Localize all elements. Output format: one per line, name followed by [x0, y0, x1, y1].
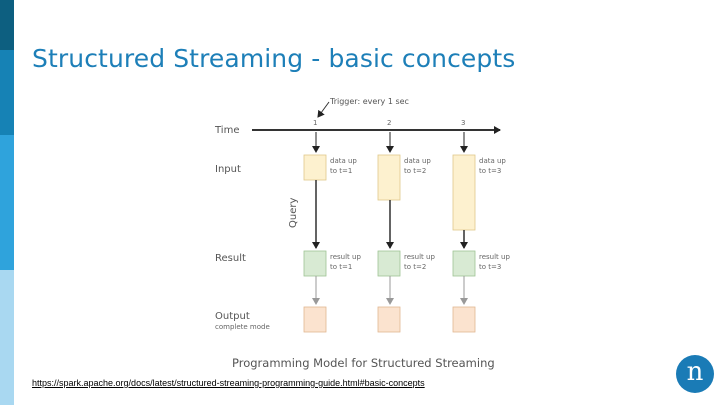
source-link[interactable]: https://spark.apache.org/docs/latest/str…	[32, 378, 425, 388]
output-box-1	[303, 306, 327, 333]
tick-label-3: 3	[461, 119, 465, 127]
input-box-3-line1: data up	[479, 157, 506, 165]
input-box-2-line2: to t=2	[404, 167, 426, 175]
result-box-3	[452, 250, 476, 277]
result-box-2	[377, 250, 401, 277]
result-box-2-line2: to t=2	[404, 263, 426, 271]
result-box-1-line1: result up	[330, 253, 361, 261]
slide-title: Structured Streaming - basic concepts	[32, 44, 516, 73]
accent-bar-bottom	[0, 270, 14, 405]
company-logo: n	[676, 355, 714, 393]
result-box-1-line2: to t=1	[330, 263, 352, 271]
accent-bar-upper	[0, 50, 14, 135]
output-row-label: Output	[215, 311, 250, 322]
result-box-2-line1: result up	[404, 253, 435, 261]
tick-label-2: 2	[387, 119, 391, 127]
result-box-3-line2: to t=3	[479, 263, 501, 271]
input-box-3-line2: to t=3	[479, 167, 501, 175]
input-box-3	[452, 154, 476, 231]
logo-letter: n	[686, 357, 704, 387]
output-box-2	[377, 306, 401, 333]
input-box-1-line1: data up	[330, 157, 357, 165]
tick-label-1: 1	[313, 119, 317, 127]
time-label: Time	[214, 125, 239, 136]
input-box-1-line2: to t=1	[330, 167, 352, 175]
diagram-caption: Programming Model for Structured Streami…	[232, 356, 495, 370]
result-row-label: Result	[215, 253, 246, 264]
input-box-1	[303, 154, 327, 181]
input-box-2	[377, 154, 401, 201]
query-label: Query	[288, 198, 299, 228]
output-mode-label: complete mode	[215, 323, 270, 331]
output-box-3	[452, 306, 476, 333]
result-box-3-line1: result up	[479, 253, 510, 261]
trigger-label: Trigger: every 1 sec	[329, 97, 409, 106]
input-box-2-line1: data up	[404, 157, 431, 165]
accent-bar-middle	[0, 135, 14, 270]
accent-bar-top	[0, 0, 14, 50]
result-box-1	[303, 250, 327, 277]
input-row-label: Input	[215, 164, 241, 175]
trigger-pointer	[317, 101, 330, 118]
